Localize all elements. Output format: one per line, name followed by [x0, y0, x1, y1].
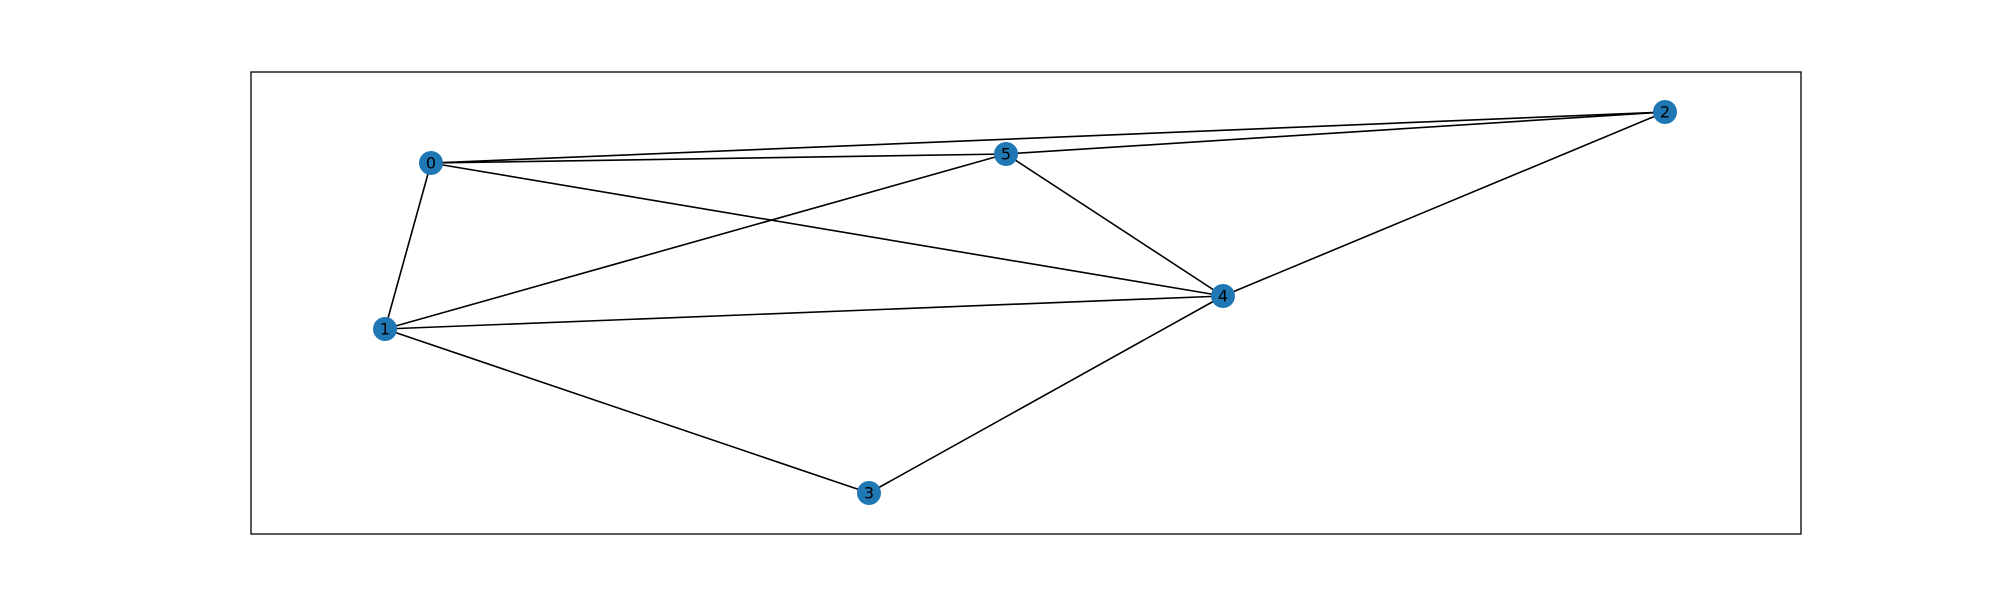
plot-frame: [250, 71, 1802, 535]
edge-0-5: [430, 153, 1007, 164]
edge-0-2: [430, 111, 1666, 164]
edge-5-4: [1005, 153, 1224, 297]
edge-1-3: [384, 328, 870, 494]
node-label: 1: [380, 320, 390, 339]
edge-0-4: [430, 162, 1224, 297]
edge-2-4: [1222, 111, 1666, 297]
edge-5-2: [1005, 111, 1666, 155]
edge-0-1: [384, 162, 432, 330]
node-label: 4: [1218, 287, 1228, 306]
node-circle: [373, 317, 397, 341]
node-circle: [419, 151, 443, 175]
edge-3-4: [868, 295, 1224, 494]
node-layer: 0 1 2 3 4 5: [373, 100, 1677, 505]
node-label: 5: [1001, 145, 1011, 164]
edge-1-5: [384, 153, 1007, 330]
node-2: 2: [1653, 100, 1677, 124]
node-circle: [1653, 100, 1677, 124]
node-1: 1: [373, 317, 397, 341]
node-circle: [1211, 284, 1235, 308]
node-label: 3: [864, 484, 874, 503]
node-label: 2: [1660, 103, 1670, 122]
node-0: 0: [419, 151, 443, 175]
node-circle: [994, 142, 1018, 166]
edge-1-4: [384, 295, 1224, 330]
node-5: 5: [994, 142, 1018, 166]
node-4: 4: [1211, 284, 1235, 308]
edge-layer: [384, 111, 1666, 494]
node-3: 3: [857, 481, 881, 505]
node-label: 0: [426, 154, 436, 173]
node-circle: [857, 481, 881, 505]
